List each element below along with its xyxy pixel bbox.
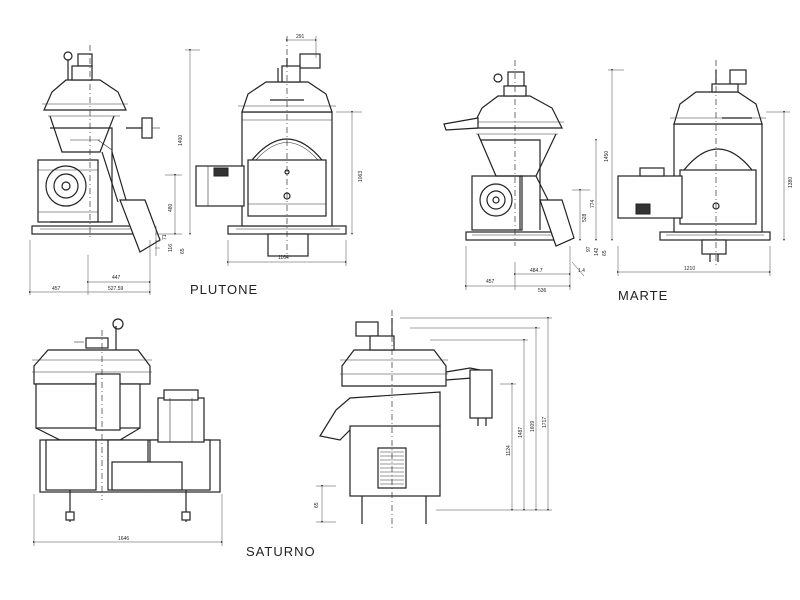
plutone-front-view bbox=[185, 36, 362, 266]
plutone-dim-65: 65 bbox=[180, 248, 186, 254]
marte-dim-536: 536 bbox=[538, 288, 547, 294]
saturno-dim-1717: 1717 bbox=[542, 417, 548, 428]
marte-title: MARTE bbox=[618, 288, 669, 303]
saturno-dim-1487: 1487 bbox=[518, 427, 524, 438]
plutone-dim-480: 480 bbox=[168, 203, 174, 212]
plutone-dim-291: 291 bbox=[296, 34, 305, 40]
plutone-dim-1400: 1400 bbox=[178, 135, 184, 146]
marte-dim-142: 142 bbox=[594, 247, 600, 256]
marte-front-view bbox=[608, 60, 790, 276]
marte-side-view bbox=[443, 60, 597, 290]
saturno-dim-65: 65 bbox=[314, 502, 320, 508]
plutone-dim-1164: 1164 bbox=[278, 255, 289, 261]
saturno-dim-1609: 1609 bbox=[530, 421, 536, 432]
saturno-dim-1646: 1646 bbox=[118, 536, 129, 542]
marte-dim-457: 457 bbox=[486, 279, 495, 285]
marte-dim-1450: 1450 bbox=[604, 151, 610, 162]
plutone-dim-527-59: 527.59 bbox=[108, 286, 124, 292]
plutone-dim-71: 71 bbox=[162, 234, 168, 240]
marte-dim-65: 65 bbox=[602, 250, 608, 256]
marte-dim-774: 774 bbox=[590, 199, 596, 208]
plutone-dim-447: 447 bbox=[112, 275, 121, 281]
plutone-dim-1063: 1063 bbox=[358, 171, 364, 182]
saturno-title: SATURNO bbox=[246, 544, 316, 559]
marte-dim-1210: 1210 bbox=[684, 266, 695, 272]
saturno-left-view bbox=[32, 318, 223, 546]
saturno-dim-1124: 1124 bbox=[506, 445, 512, 456]
plutone-title: PLUTONE bbox=[190, 282, 259, 297]
marte-dim-1-4: 1.4 bbox=[578, 268, 585, 274]
saturno-right-view bbox=[316, 310, 552, 528]
plutone-side-view bbox=[29, 45, 182, 295]
marte-dim-528: 528 bbox=[582, 213, 588, 222]
plutone-dim-457: 457 bbox=[52, 286, 61, 292]
marte-dim-1380: 1380 bbox=[788, 177, 794, 188]
marte-dim-97: 97 bbox=[586, 246, 592, 252]
plutone-dim-116: 116 bbox=[168, 244, 174, 252]
marte-dim-484-7: 484.7 bbox=[530, 268, 543, 274]
